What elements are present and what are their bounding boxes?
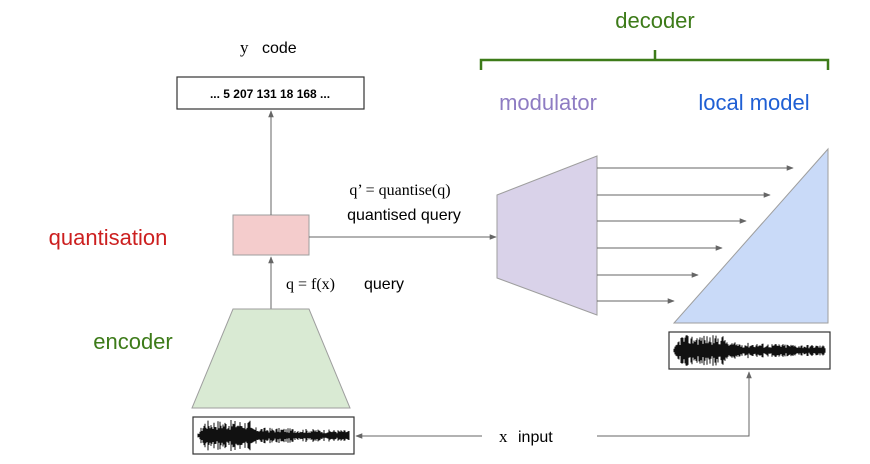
input-label: input	[518, 429, 553, 446]
query-formula: q = f(x)	[286, 276, 335, 293]
decoder-brace	[479, 50, 830, 70]
quantisation-label: quantisation	[49, 225, 168, 250]
quantised-query-label: quantised query	[347, 207, 461, 224]
quantisation-box	[232, 214, 310, 256]
code-symbol: y	[240, 38, 249, 57]
input-to-local-model-arrow	[597, 371, 752, 437]
query-label: query	[364, 276, 404, 293]
encoder-label: encoder	[93, 329, 173, 354]
code-label: code	[262, 40, 297, 57]
code-box	[176, 76, 365, 110]
input-symbol: x	[499, 427, 508, 446]
encoder-shape	[191, 308, 351, 409]
modulator-label: modulator	[499, 90, 597, 115]
local-model-shape	[672, 147, 829, 324]
input-waveform	[197, 420, 350, 451]
output-waveform	[673, 335, 826, 366]
decoder-label: decoder	[615, 8, 695, 33]
code-value: ... 5 207 131 18 168 ...	[210, 87, 330, 101]
quantised-query-formula: q’ = quantise(q)	[349, 182, 450, 199]
modulator-shape	[496, 155, 598, 316]
local-model-label: local model	[698, 90, 809, 115]
